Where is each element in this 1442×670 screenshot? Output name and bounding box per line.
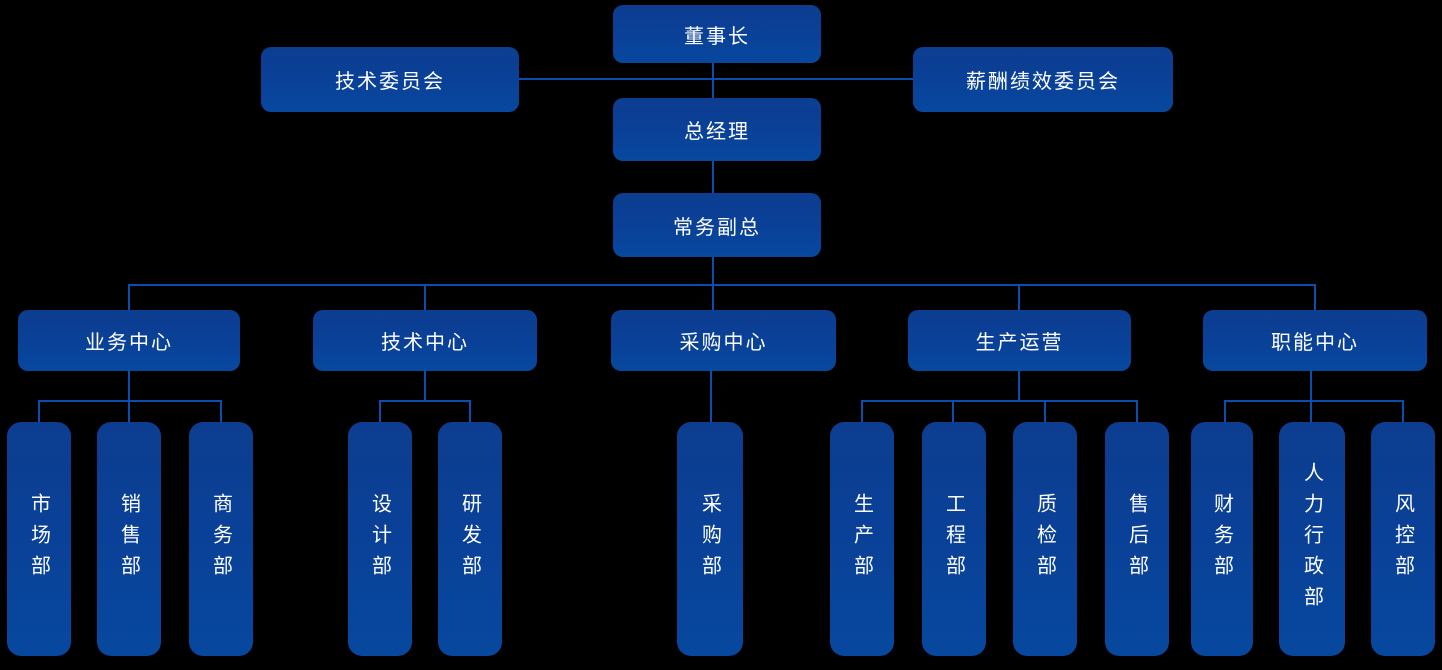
dept-rnd: 研发部: [438, 422, 502, 656]
dept-finance: 财务部: [1191, 422, 1253, 656]
node-production-operations: 生产运营: [908, 310, 1131, 371]
connector-drop-functions: [1314, 285, 1316, 310]
connector-evp-distribution: [712, 257, 714, 310]
node-business-center: 业务中心: [18, 310, 240, 371]
node-general-manager: 总经理: [613, 98, 821, 161]
connector-procurement-child: [710, 371, 712, 422]
connector-functions-bus: [1224, 400, 1404, 402]
node-procurement-center: 采购中心: [611, 310, 836, 371]
connector-drop-marketing: [38, 400, 40, 422]
dept-commerce: 商务部: [189, 422, 253, 656]
connector-production-bus: [861, 400, 1138, 402]
node-executive-vp: 常务副总: [613, 193, 821, 257]
connector-drop-manufacturing: [861, 400, 863, 422]
node-functions-center: 职能中心: [1203, 310, 1427, 371]
dept-marketing: 市场部: [7, 422, 71, 656]
connector-drop-engineering: [952, 400, 954, 422]
connector-functions-children: [1310, 371, 1312, 422]
connector-distribution-bus: [128, 284, 1316, 286]
dept-design: 设计部: [348, 422, 412, 656]
dept-sales: 销售部: [97, 422, 161, 656]
connector-tech-children: [424, 371, 426, 400]
dept-quality: 质检部: [1013, 422, 1077, 656]
dept-hr-admin: 人力行政部: [1279, 422, 1345, 656]
node-tech-committee: 技术委员会: [261, 47, 519, 112]
dept-procurement: 采购部: [677, 422, 743, 656]
connector-drop-quality: [1044, 400, 1046, 422]
connector-tech-bus: [379, 400, 471, 402]
connector-drop-tech: [424, 285, 426, 310]
connector-business-children: [128, 371, 130, 422]
connector-drop-production: [1018, 285, 1020, 310]
connector-drop-business: [128, 285, 130, 310]
connector-drop-risk: [1402, 400, 1404, 422]
connector-drop-commerce: [220, 400, 222, 422]
connector-business-bus: [38, 400, 222, 402]
dept-risk-control: 风控部: [1371, 422, 1435, 656]
connector-drop-aftersales: [1136, 400, 1138, 422]
dept-production: 生产部: [830, 422, 894, 656]
connector-committees: [519, 78, 913, 80]
dept-aftersales: 售后部: [1105, 422, 1169, 656]
connector-chairman-gm: [712, 63, 714, 98]
connector-gm-evp: [712, 161, 714, 193]
connector-drop-rnd: [469, 400, 471, 422]
connector-production-children: [1018, 371, 1020, 400]
node-chairman: 董事长: [613, 5, 821, 63]
connector-drop-design: [379, 400, 381, 422]
connector-drop-finance: [1224, 400, 1226, 422]
dept-engineering: 工程部: [922, 422, 986, 656]
node-tech-center: 技术中心: [313, 310, 537, 371]
node-compensation-committee: 薪酬绩效委员会: [913, 47, 1173, 112]
